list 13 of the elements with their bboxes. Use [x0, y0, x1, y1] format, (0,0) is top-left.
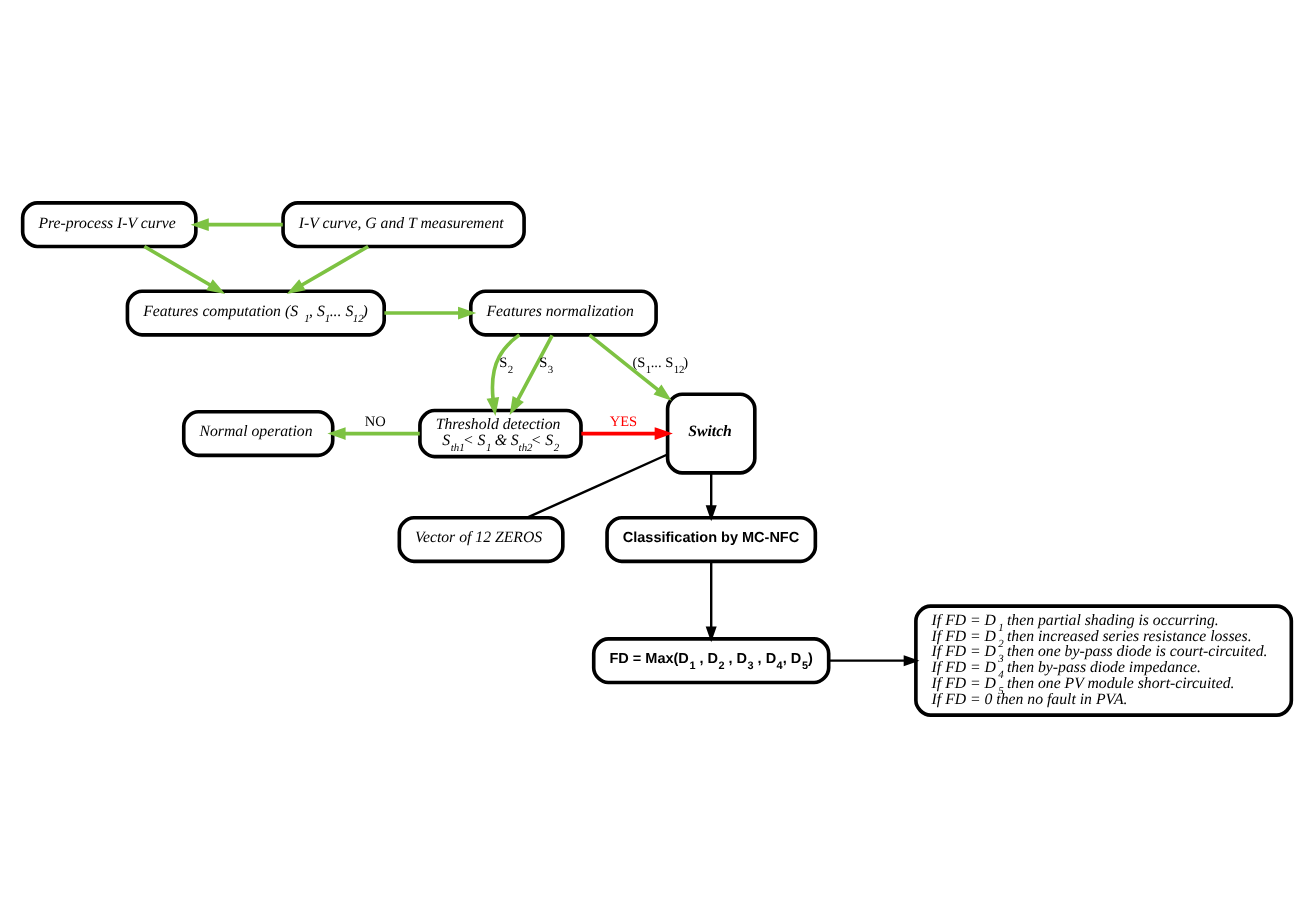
arrow — [828, 654, 920, 666]
arrow — [143, 243, 226, 293]
arrow — [327, 426, 420, 439]
arrow — [581, 426, 673, 439]
arrow — [190, 217, 283, 230]
arrow — [486, 332, 521, 415]
arrow — [705, 472, 717, 521]
connector — [526, 452, 668, 518]
arrow — [384, 305, 477, 319]
arrow — [588, 332, 672, 400]
arrow — [705, 560, 717, 642]
arrow — [509, 333, 554, 415]
arrow — [286, 243, 370, 293]
